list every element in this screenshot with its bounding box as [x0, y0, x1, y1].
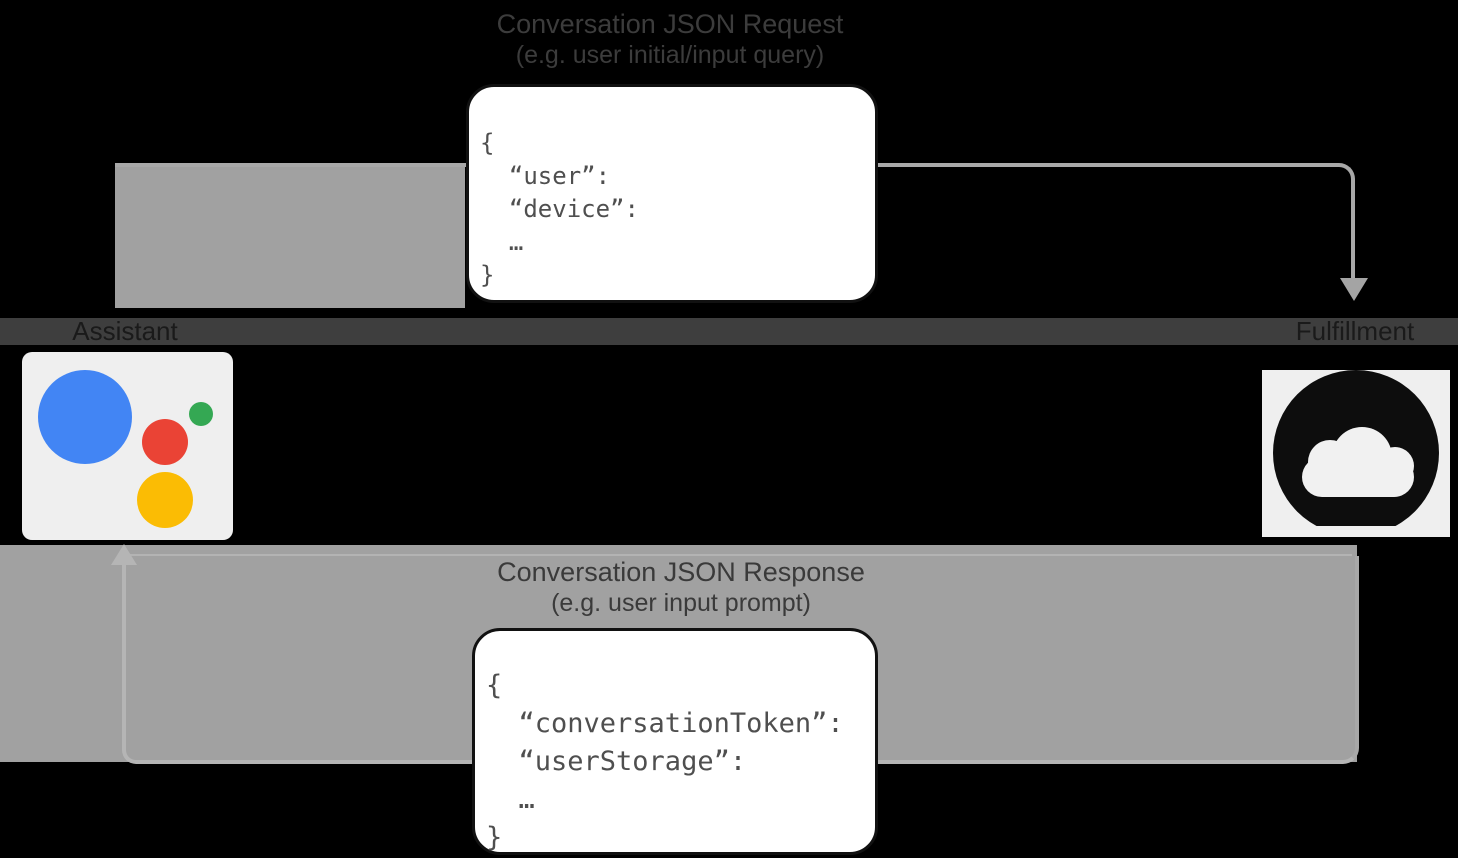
code-line: “device”:: [480, 195, 639, 223]
request-code-box: { “user”: “device”: … }: [466, 84, 878, 303]
code-line: {: [480, 129, 495, 157]
assistant-label: Assistant: [72, 316, 178, 346]
request-label-subtitle: (e.g. user initial/input query): [515, 41, 825, 69]
response-code-box: { “conversationToken”: “userStorage”: … …: [472, 628, 878, 855]
response-label-subtitle: (e.g. user input prompt): [551, 589, 811, 617]
google-assistant-logo-icon: [38, 370, 213, 528]
assistant-panel: [22, 352, 233, 540]
code-line: {: [486, 670, 503, 701]
fulfillment-panel: [1262, 370, 1450, 537]
code-line: }: [480, 261, 495, 289]
code-line: “userStorage”:: [486, 746, 747, 777]
request-flow-band: [115, 163, 465, 308]
code-line: …: [486, 784, 535, 815]
code-line: “user”:: [480, 162, 611, 190]
response-label-title: Conversation JSON Response: [497, 557, 865, 587]
request-label-title: Conversation JSON Request: [496, 9, 844, 39]
code-line: “conversationToken”:: [486, 708, 844, 739]
code-line: …: [480, 228, 524, 256]
response-label: Conversation JSON Response (e.g. user in…: [281, 556, 1081, 618]
fulfillment-label: Fulfillment: [1295, 316, 1415, 346]
arrowhead-down-icon: [1340, 278, 1368, 301]
response-arrow-line-top: [130, 554, 1352, 556]
code-line: }: [486, 822, 503, 853]
divider-band: [0, 318, 1458, 345]
cloud-icon: [1262, 370, 1450, 537]
request-label: Conversation JSON Request (e.g. user ini…: [270, 8, 1070, 70]
arrowhead-up-icon: [111, 544, 137, 565]
